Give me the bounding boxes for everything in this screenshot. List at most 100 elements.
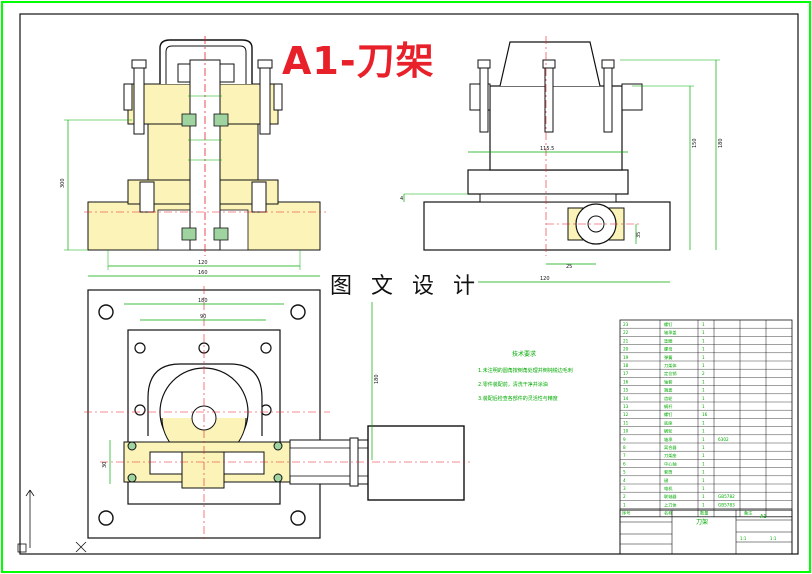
bom-row-qty: 1 [702, 330, 705, 335]
watermark: 图 文 设 计 [330, 272, 478, 302]
bom-row-qty: 1 [702, 461, 705, 466]
bom-row-no: 19 [623, 355, 629, 360]
notes-line-3: 3.装配后检查各部件的灵活性与精度 [478, 395, 558, 402]
bom-row-qty: 1 [702, 453, 705, 458]
bom-row-no: 8 [623, 445, 626, 450]
bom-row-name: 轴承 [664, 436, 673, 443]
bom-row-qty: 1 [702, 445, 705, 450]
dim-top-h: 180 [374, 374, 380, 384]
bom-header-note: 备注 [744, 510, 753, 517]
bom-row-qty: 1 [702, 322, 705, 327]
bom-row-qty: 1 [702, 379, 705, 384]
bom-row-name: 联轴器 [664, 493, 677, 500]
bom-row-name: 电机 [664, 485, 673, 492]
bom-row-no: 12 [623, 412, 629, 417]
title-block-part: 刀架 [696, 518, 708, 526]
bom-row-no: 4 [623, 478, 626, 483]
side-view: 115.5 150 180 25 120 35 4 [400, 36, 724, 283]
bom-row-qty: 1 [702, 347, 705, 352]
dim-side-base-2: 120 [540, 276, 550, 282]
bom-row-name: 弹簧 [664, 354, 672, 361]
bom-header-qty: 数量 [700, 510, 708, 517]
bom-row-qty: 1 [702, 338, 705, 343]
bom-row-qty: 1 [702, 363, 705, 368]
bom-row-name: 离合器 [664, 444, 677, 451]
dim-side-top: 115.5 [540, 146, 554, 152]
bom-row-name: 蜗杆 [664, 403, 673, 410]
bom-row-name: 垫圈 [664, 337, 672, 344]
bom-row-no: 10 [623, 429, 629, 434]
bom-row-qty: 16 [702, 412, 708, 417]
bom-row-name: 蜗轮 [664, 428, 673, 435]
bom-row-no: 14 [623, 396, 629, 401]
bom-row-name: 底座 [664, 419, 672, 426]
title-block: 刀架 A1 1:1 1:1 [619, 509, 793, 555]
bom-row-name: 套筒 [664, 469, 672, 476]
bom-header-name: 名称 [664, 510, 672, 517]
dim-left-small-top: 30 [102, 462, 108, 468]
bom-row-no: 1 [623, 502, 626, 507]
dim-side-base-3: 35 [636, 232, 642, 238]
bom-row-no: 13 [623, 404, 629, 409]
bom-row-qty: 1 [702, 420, 705, 425]
drawing-title: A1-刀架 [282, 39, 435, 83]
dim-front-width-1: 120 [198, 260, 208, 266]
title-block-sheet: A1 [760, 514, 767, 520]
bom-row-qty: 1 [702, 437, 705, 442]
bom-row-name: 中心轴 [664, 460, 677, 467]
bom-row-name: 端盖 [664, 387, 672, 394]
dim-side-h1: 150 [692, 138, 698, 148]
dim-top-w1: 180 [198, 298, 208, 304]
top-view: 180 90 180 30 [84, 286, 470, 540]
dim-front-height: 300 [60, 178, 66, 188]
bom-row-qty: 1 [702, 494, 705, 499]
bom-row-no: 18 [623, 363, 629, 368]
bom-row-name: 定位销 [664, 370, 677, 377]
bom-row-name: 轴承盖 [664, 329, 677, 336]
bom-row-name: 齿轮 [664, 395, 673, 402]
bom-row-name: 螺钉 [664, 321, 673, 328]
dim-side-base-1: 25 [566, 264, 572, 270]
notes-line-1: 1.未注明的圆角按倒角处理并倒钝锐边毛刺 [478, 367, 573, 374]
bom-row-name: 刀架体 [664, 362, 677, 369]
bom-row-qty: 1 [702, 355, 705, 360]
bom-row-no: 11 [623, 420, 629, 425]
bom-row-no: 9 [623, 437, 626, 442]
ucs-icon [17, 489, 87, 553]
bom-row-no: 20 [623, 347, 629, 352]
bom-row-no: 3 [623, 486, 626, 491]
bom-row-name: 螺钉 [664, 411, 673, 418]
notes-line-2: 2.零件装配前，清洗干净并涂油 [478, 381, 548, 388]
bom-row-name: 上刀体 [664, 501, 677, 508]
bom-header-no: 序号 [622, 510, 630, 517]
bom-row-no: 2 [623, 494, 626, 499]
bom-row-name: 螺母 [664, 346, 672, 353]
dim-front-width-2: 160 [198, 270, 208, 276]
bom-row-qty: 1 [702, 470, 705, 475]
bom-row-no: 21 [623, 338, 629, 343]
notes-heading: 技术要求 [512, 350, 536, 358]
bom-row-qty: 1 [702, 486, 705, 491]
bom-row-qty: 1 [702, 429, 705, 434]
bom-row-qty: 1 [702, 404, 705, 409]
bom-row-note: GB5783 [718, 502, 735, 507]
bom-row-no: 23 [623, 322, 629, 327]
dim-left-small: 4 [400, 196, 403, 202]
bom-row-no: 17 [623, 371, 629, 376]
bom-row-no: 7 [623, 453, 626, 458]
bom-row-qty: 1 [702, 478, 705, 483]
bom-row-qty: 2 [702, 371, 705, 376]
dim-top-w2: 90 [200, 314, 206, 320]
bom-row-no: 6 [623, 461, 626, 466]
bom-row-name: 键 [664, 477, 669, 484]
bom-row-qty: 1 [702, 388, 705, 393]
dim-side-h2: 180 [718, 138, 724, 148]
inner-border [19, 13, 799, 555]
bom-row-no: 22 [623, 330, 629, 335]
bom-row-qty: 1 [702, 396, 705, 401]
title-block-ratio: 1:1 [770, 536, 777, 541]
bom-row-note: GB5782 [718, 494, 735, 499]
